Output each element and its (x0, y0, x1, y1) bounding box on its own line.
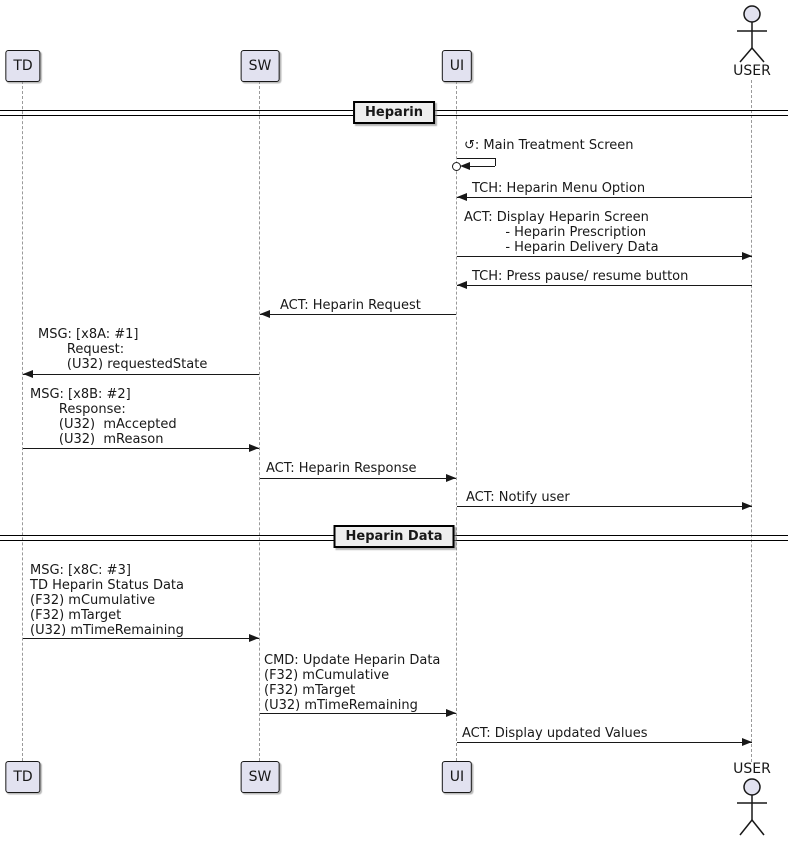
participant-sw-bottom: SW (240, 761, 280, 793)
arrowhead-right-icon (249, 444, 259, 452)
message-line (23, 374, 259, 375)
message-line (457, 742, 752, 743)
participant-td-label: TD (13, 58, 33, 74)
participant-td-top: TD (5, 50, 41, 82)
lifeline-sw (259, 81, 260, 761)
arrowhead-left-icon (23, 370, 33, 378)
actor-user-label-top: USER (733, 63, 771, 79)
arrowhead-right-icon (446, 474, 456, 482)
participant-sw-top: SW (240, 50, 280, 82)
message-heparin-request-label: ACT: Heparin Request (280, 298, 421, 313)
message-heparin-response-label: ACT: Heparin Response (266, 461, 417, 476)
message-update-heparin-data-label: CMD: Update Heparin Data (F32) mCumulati… (264, 653, 441, 713)
participant-ui-bottom: UI (441, 761, 473, 793)
message-line (457, 256, 752, 257)
message-display-updated-values-label: ACT: Display updated Values (462, 726, 648, 741)
message-line (457, 197, 752, 198)
self-loop-bottom (468, 166, 495, 167)
message-msg-x8c-status-data-label: MSG: [x8C: #3] TD Heparin Status Data (F… (30, 563, 185, 638)
arrowhead-right-icon (742, 738, 752, 746)
arrowhead-right-icon (249, 634, 259, 642)
message-line (23, 448, 259, 449)
circle-endpoint-icon (452, 162, 461, 171)
message-line (23, 638, 259, 639)
participant-sw-label: SW (248, 769, 272, 785)
message-line (260, 713, 456, 714)
self-loop-side (495, 158, 496, 166)
arrowhead-left-icon (457, 193, 467, 201)
arrowhead-left-icon (460, 162, 470, 170)
message-msg-x8a-request-label: MSG: [x8A: #1] Request: (U32) requestedS… (38, 327, 208, 372)
message-heparin-menu-option-label: TCH: Heparin Menu Option (472, 181, 646, 196)
message-display-heparin-screen-label: ACT: Display Heparin Screen - Heparin Pr… (464, 210, 659, 255)
message-press-pause-resume-label: TCH: Press pause/ resume button (472, 269, 689, 284)
lifeline-td (22, 81, 23, 761)
divider-heparin: Heparin (353, 101, 435, 124)
participant-td-label: TD (13, 769, 33, 785)
lifeline-user (751, 80, 752, 762)
participant-td-bottom: TD (5, 761, 41, 793)
arrowhead-right-icon (446, 709, 456, 717)
user-actor-icon (737, 778, 767, 836)
message-line (260, 478, 456, 479)
user-actor-icon (737, 5, 767, 63)
arrowhead-right-icon (742, 252, 752, 260)
divider-heparin-data: Heparin Data (333, 525, 455, 548)
participant-sw-label: SW (248, 58, 272, 74)
self-loop-top (457, 158, 495, 159)
actor-user-label-bottom: USER (733, 761, 771, 777)
message-line (457, 506, 752, 507)
arrowhead-right-icon (742, 502, 752, 510)
message-msg-x8b-response-label: MSG: [x8B: #2] Response: (U32) mAccepted… (30, 387, 177, 447)
lifeline-ui (456, 81, 457, 761)
message-notify-user-label: ACT: Notify user (466, 490, 570, 505)
arrowhead-left-icon (457, 281, 467, 289)
message-line (457, 285, 752, 286)
participant-ui-label: UI (449, 769, 465, 785)
arrowhead-left-icon (260, 310, 270, 318)
participant-ui-label: UI (449, 58, 465, 74)
participant-ui-top: UI (441, 50, 473, 82)
message-main-treatment-screen-label: ↺: Main Treatment Screen (464, 138, 634, 153)
message-line (260, 314, 456, 315)
